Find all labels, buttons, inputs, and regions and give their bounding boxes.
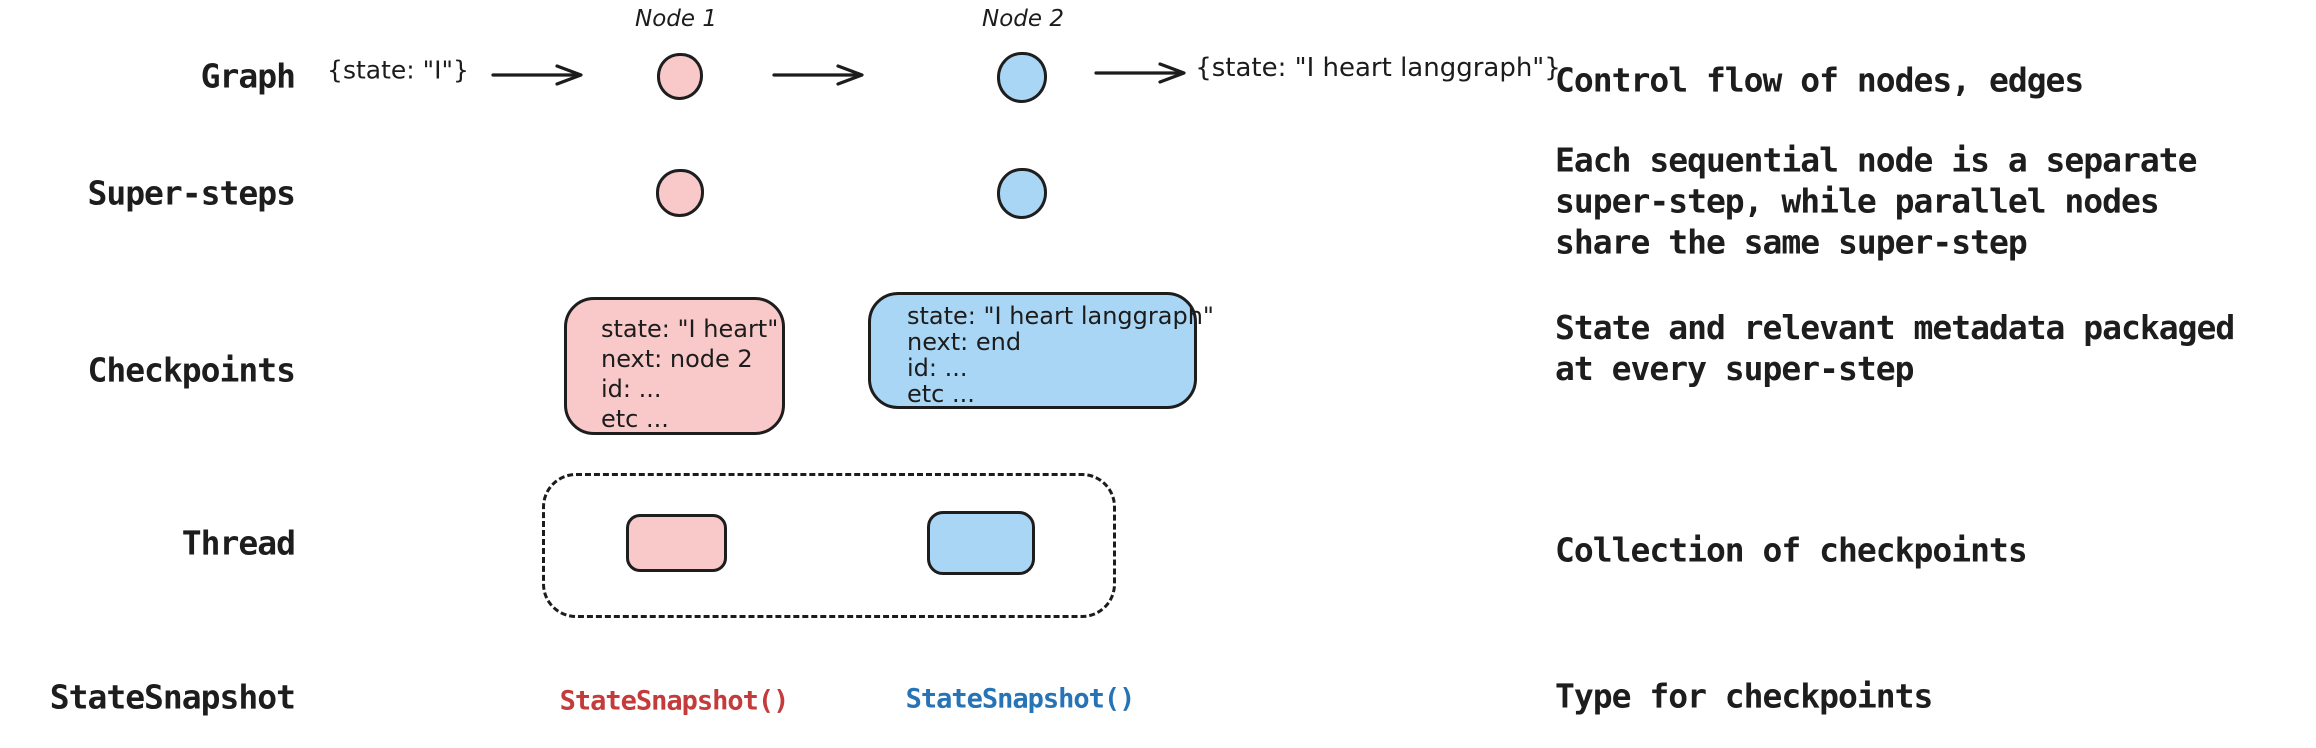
arrow-right-icon: [491, 64, 583, 86]
node2-circle: [997, 52, 1047, 103]
superstep-node2-circle: [997, 168, 1047, 219]
statesnapshot-node2-code: StateSnapshot(): [905, 683, 1136, 715]
checkpoint-node1-next: next: node 2: [601, 345, 753, 373]
checkpoint-node2-box: state: "I heart langgraph" next: end id:…: [868, 292, 1214, 409]
desc-graph: Control flow of nodes, edges: [1555, 60, 2084, 101]
node1-label: Node 1: [635, 6, 717, 32]
desc-super-steps-line3: share the same super-step: [1555, 222, 2028, 262]
desc-checkpoints-line2: at every super-step: [1555, 349, 1915, 388]
row-label-super-steps: Super-steps: [87, 173, 296, 213]
checkpoint-node2-state: state: "I heart langgraph": [907, 302, 1214, 330]
desc-checkpoints-line1: State and relevant metadata packaged: [1555, 308, 2235, 347]
checkpoint-node2-id: id: ...: [907, 354, 968, 382]
thread-checkpoint1-rect: [626, 514, 727, 572]
checkpoint-node1-id: id: ...: [601, 375, 662, 403]
desc-graph-line1: Control flow of nodes, edges: [1555, 60, 2084, 100]
row-label-graph: Graph: [200, 56, 296, 96]
checkpoint-node2-etc: etc ...: [907, 380, 975, 408]
arrow-right-icon: [1094, 62, 1186, 84]
row-label-thread: Thread: [181, 523, 296, 563]
checkpoint-node1-state: state: "I heart": [601, 315, 779, 343]
node1-circle: [657, 53, 703, 100]
desc-statesnapshot: Type for checkpoints: [1555, 676, 1933, 717]
row-label-checkpoints: Checkpoints: [87, 350, 296, 390]
row-label-statesnapshot: StateSnapshot: [49, 677, 296, 717]
checkpoint-node1-etc: etc ...: [601, 405, 669, 433]
desc-super-steps: Each sequential node is a separate super…: [1555, 140, 2198, 263]
thread-dashed-box: [542, 473, 1116, 618]
desc-thread-line1: Collection of checkpoints: [1555, 530, 2028, 570]
desc-statesnapshot-line1: Type for checkpoints: [1555, 676, 1933, 716]
desc-thread: Collection of checkpoints: [1555, 530, 2028, 571]
desc-checkpoints: State and relevant metadata packaged at …: [1555, 307, 2235, 389]
statesnapshot-node1-code: StateSnapshot(): [559, 685, 790, 717]
graph-output-state: {state: "I heart langgraph"}: [1195, 53, 1561, 83]
node2-label: Node 2: [982, 6, 1064, 32]
desc-super-steps-line1: Each sequential node is a separate: [1555, 140, 2198, 180]
checkpoint-node1-box: state: "I heart" next: node 2 id: ... et…: [564, 297, 785, 435]
desc-super-steps-line2: super-step, while parallel nodes: [1555, 181, 2160, 221]
checkpoint-node2-next: next: end: [907, 328, 1022, 356]
superstep-node1-circle: [656, 169, 704, 217]
arrow-right-icon: [772, 64, 864, 86]
graph-input-state: {state: "I"}: [327, 55, 469, 85]
thread-checkpoint2-rect: [927, 511, 1035, 575]
